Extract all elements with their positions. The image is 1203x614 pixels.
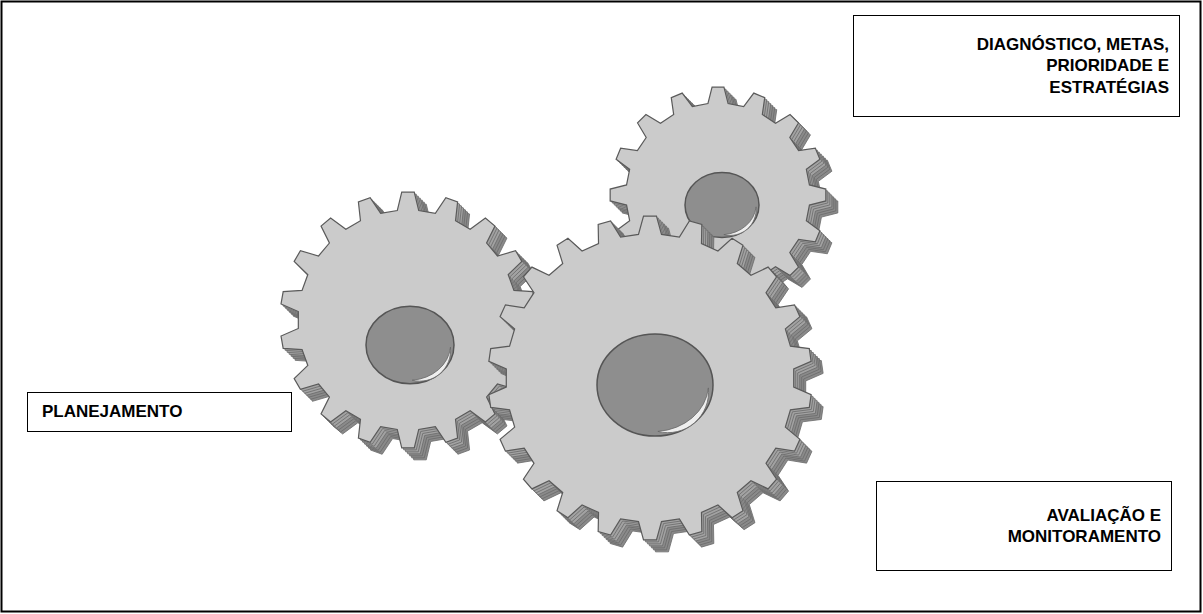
gears xyxy=(281,87,838,552)
gear xyxy=(489,216,823,552)
label-box: AVALIAÇÃO E MONITORAMENTO xyxy=(876,481,1172,571)
box-label: DIAGNÓSTICO, METAS, PRIORIDADE E ESTRATÉ… xyxy=(934,34,1169,98)
box-label: PLANEJAMENTO xyxy=(42,401,182,422)
box-label: AVALIAÇÃO E MONITORAMENTO xyxy=(971,505,1161,548)
label-box: DIAGNÓSTICO, METAS, PRIORIDADE E ESTRATÉ… xyxy=(853,15,1180,117)
label-box: PLANEJAMENTO xyxy=(27,392,292,432)
